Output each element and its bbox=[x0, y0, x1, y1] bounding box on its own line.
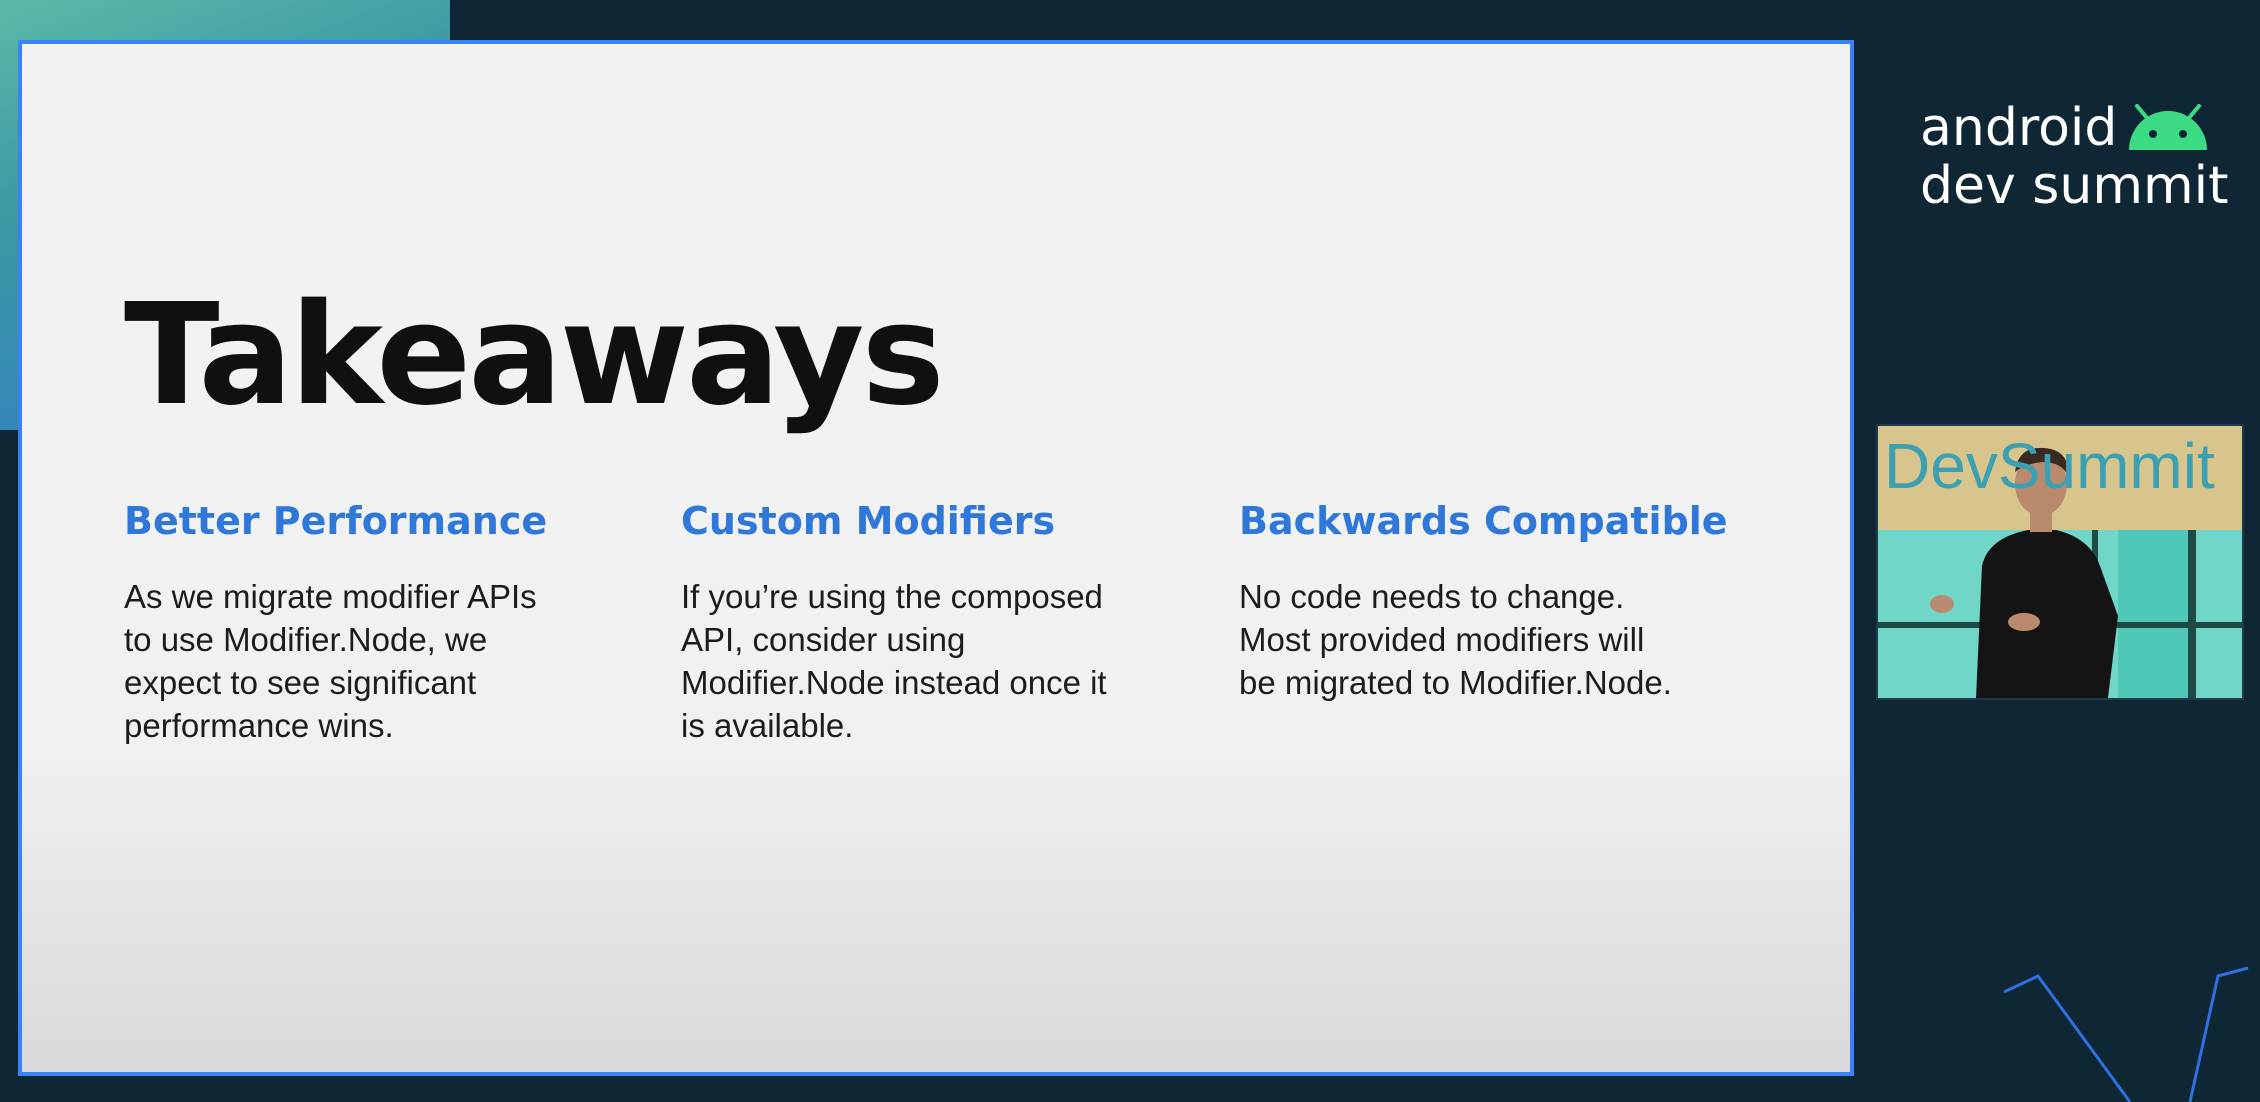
geometric-lines-decoration bbox=[2003, 966, 2249, 1102]
takeaway-column-custom-modifiers: Custom Modifiers If you’re using the com… bbox=[681, 499, 1201, 747]
column-body: No code needs to change. Most provided m… bbox=[1239, 575, 1759, 704]
column-body: As we migrate modifier APIs to use Modif… bbox=[124, 575, 644, 747]
android-dev-summit-logo: android dev summit bbox=[1920, 98, 2229, 220]
speaker-photo bbox=[1878, 426, 2242, 698]
logo-line-android: android bbox=[1920, 98, 2118, 158]
logo-line-dev-summit: dev summit bbox=[1920, 156, 2229, 216]
android-robot-icon bbox=[2129, 104, 2207, 150]
column-heading: Better Performance bbox=[124, 499, 548, 543]
body-line: Modifier.Node instead once it bbox=[681, 663, 1107, 701]
column-body: If you’re using the composed API, consid… bbox=[681, 575, 1201, 747]
body-line: API, consider using bbox=[681, 620, 966, 658]
column-heading: Backwards Compatible bbox=[1239, 499, 1728, 543]
body-line: performance wins. bbox=[124, 706, 394, 744]
body-line: Most provided modifiers will bbox=[1239, 620, 1645, 658]
takeaway-column-backwards-compatible: Backwards Compatible No code needs to ch… bbox=[1239, 499, 1759, 704]
body-line: to use Modifier.Node, we bbox=[124, 620, 488, 658]
column-heading: Custom Modifiers bbox=[681, 499, 1056, 543]
body-line: be migrated to Modifier.Node. bbox=[1239, 663, 1672, 701]
body-line: expect to see significant bbox=[124, 663, 477, 701]
slide-title: Takeaways bbox=[124, 274, 945, 437]
takeaway-column-performance: Better Performance As we migrate modifie… bbox=[124, 499, 644, 747]
body-line: No code needs to change. bbox=[1239, 577, 1625, 615]
body-line: As we migrate modifier APIs bbox=[124, 577, 537, 615]
speaker-video-feed: DevSummit bbox=[1876, 424, 2244, 700]
body-line: If you’re using the composed bbox=[681, 577, 1103, 615]
video-backdrop-text: DevSummit bbox=[1884, 430, 2215, 502]
body-line: is available. bbox=[681, 706, 854, 744]
presentation-slide: Takeaways Better Performance As we migra… bbox=[18, 40, 1854, 1076]
